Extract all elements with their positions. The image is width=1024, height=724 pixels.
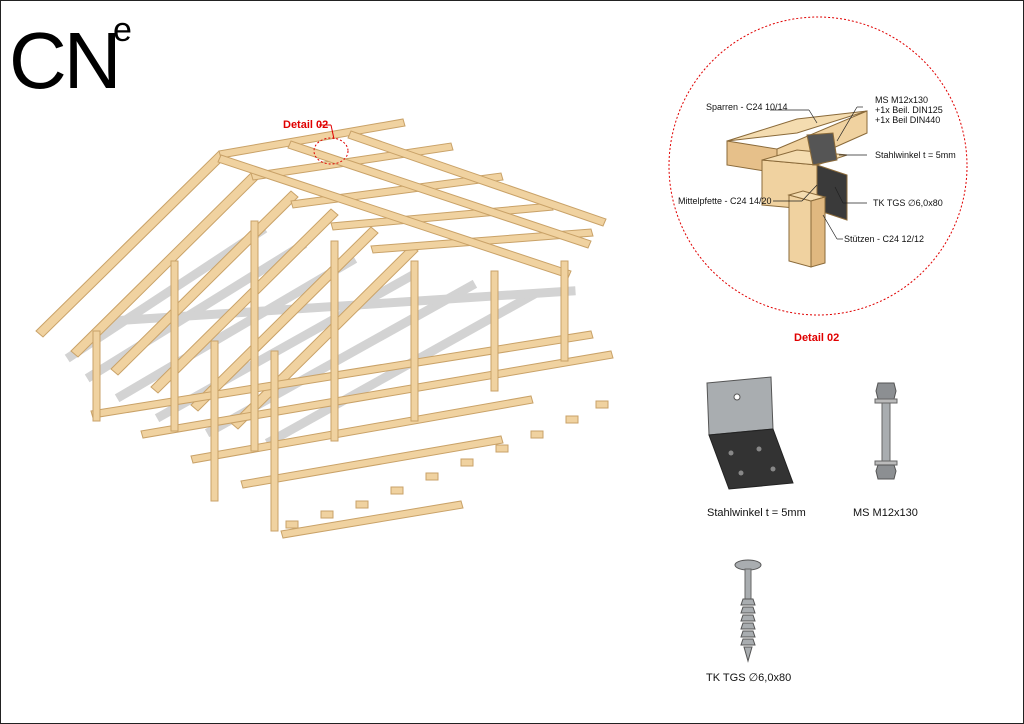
screw-image <box>734 559 762 663</box>
label-tk: TK TGS ∅6,0x80 <box>873 198 943 208</box>
logo-main: CN <box>9 16 122 105</box>
label-ms-line2: +1x Beil. DIN125 <box>875 105 943 115</box>
detail-assembly <box>726 110 868 268</box>
leader-lines <box>770 106 867 240</box>
label-stahlwinkel: Stahlwinkel t = 5mm <box>875 150 956 160</box>
label-ms-line3: +1x Beil DIN440 <box>875 115 941 125</box>
label-mittelpfette: Mittelpfette - C24 14/20 <box>678 196 772 206</box>
cne-logo: CN e <box>9 13 132 101</box>
bolt-image <box>874 382 898 480</box>
bolt-caption: MS M12x130 <box>853 507 918 519</box>
frame-beams <box>35 118 614 539</box>
timber-frame-illustration <box>35 118 614 539</box>
detail-title: Detail 02 <box>794 332 840 344</box>
screw-caption: TK TGS ∅6,0x80 <box>706 672 792 684</box>
bracket-caption: Stahlwinkel t = 5mm <box>707 507 806 519</box>
logo-superscript: e <box>113 11 132 49</box>
steel-bracket-image <box>706 376 794 490</box>
frame-detail-callout: Detail 02 <box>283 119 329 131</box>
detail-circle <box>668 16 968 316</box>
label-ms-line1: MS M12x130 <box>875 95 929 105</box>
label-sparren: Sparren - C24 10/14 <box>706 102 788 112</box>
detail-02-marker <box>313 124 349 165</box>
label-stuetzen: Stützen - C24 12/12 <box>844 234 925 244</box>
